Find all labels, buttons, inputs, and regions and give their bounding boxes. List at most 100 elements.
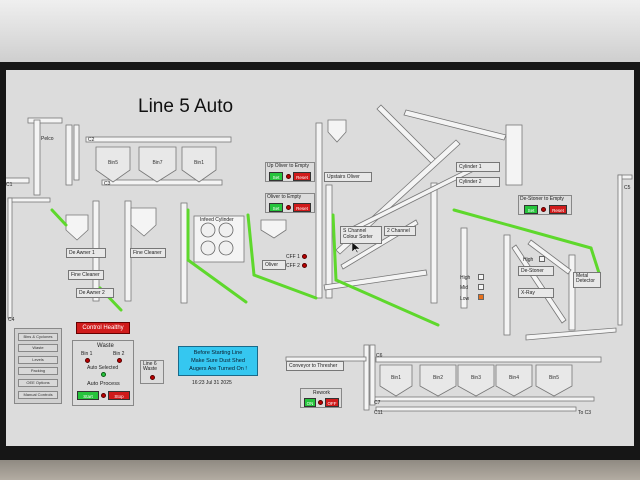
unit-fine-cleaner-2[interactable]: Fine Cleaner <box>130 248 166 258</box>
hopper-top <box>327 119 347 143</box>
de-stoner-set-button[interactable]: Set <box>524 205 538 214</box>
level-low-indicator <box>478 294 484 300</box>
auto-start-button[interactable]: Start <box>77 391 99 400</box>
label-pelco: Pelco <box>41 136 54 142</box>
unit-oliver[interactable]: Oliver <box>262 260 286 270</box>
unit-cylinder-1[interactable]: Cylinder 1 <box>456 162 500 172</box>
oliver-empty-panel: Oliver to Empty Set Reset <box>265 193 315 213</box>
line6-waste-label: Line 6 Waste <box>143 361 157 372</box>
label-c4: C4 <box>8 317 15 323</box>
bin-bottom-1 <box>379 364 413 397</box>
unit-two-channel[interactable]: 2 Channel <box>384 226 416 236</box>
waste-auto-panel: Waste Bin 1 Bin 2 Auto Selected Auto Pro… <box>72 340 134 406</box>
unit-cylinder-2[interactable]: Cylinder 2 <box>456 177 500 187</box>
menu-packing[interactable]: Packing <box>18 367 58 375</box>
elevator-6 <box>180 202 188 304</box>
top-bin-label: Bin1 <box>193 160 204 166</box>
active-line-8 <box>334 278 440 327</box>
menu-manual-controls[interactable]: Manual Controls <box>18 391 58 399</box>
label-infeed-cylinder: Infeed Cylinder <box>200 217 234 223</box>
unit-de-awner-2[interactable]: De Awner 2 <box>76 288 114 298</box>
elevator-14 <box>369 344 376 406</box>
menu-bins-cyclones[interactable]: Bins & Cyclones <box>18 333 58 341</box>
active-line-6 <box>252 273 318 300</box>
unit-de-awner-1[interactable]: De Awner 1 <box>66 248 106 258</box>
rework-indicator <box>318 400 323 405</box>
level-mid-indicator <box>478 284 484 290</box>
de-stoner-indicator <box>541 207 546 212</box>
unit-metal-detector[interactable]: Metal Detector <box>573 272 601 288</box>
auto-process-title: Auto Process <box>87 381 120 387</box>
elevator-2 <box>65 124 73 186</box>
label-cff1: CFF 1 <box>286 254 300 260</box>
rework-panel: Rework ON OFF <box>300 388 342 408</box>
menu-oee-options[interactable]: OEE Options <box>18 379 58 387</box>
chute-8 <box>527 239 572 275</box>
conveyor-pelco <box>27 117 63 124</box>
auto-process-indicator <box>101 393 106 398</box>
de-stoner-reset-button[interactable]: Reset <box>549 205 567 214</box>
auto-stop-button[interactable]: Stop <box>108 391 130 400</box>
notice-line-2: Make Sure Dust Shed <box>191 358 245 364</box>
page-title: Line 5 Auto <box>138 96 234 117</box>
oliver-empty-title: Oliver to Empty <box>267 194 302 200</box>
active-line-9 <box>452 208 593 250</box>
bin-top-2 <box>138 146 177 183</box>
timestamp: 16:23 Jul 31 2025 <box>192 380 232 386</box>
top-bin-label: Bin5 <box>107 160 118 166</box>
cylinder-drum-3 <box>200 240 216 256</box>
conveyor-c7 <box>373 396 595 402</box>
active-line-10 <box>589 246 601 275</box>
conveyor-c1 <box>6 177 30 184</box>
unit-conveyor-thresher[interactable]: Conveyor to Thresher <box>286 361 344 371</box>
unit-x-ray[interactable]: X-Ray <box>518 288 554 298</box>
cff1-indicator <box>302 254 307 259</box>
control-healthy-status: Control Healthy <box>76 322 130 334</box>
unit-de-stoner[interactable]: De-Stoner <box>518 266 554 276</box>
menu-levels[interactable]: Levels <box>18 356 58 364</box>
conveyor-c2 <box>85 136 232 143</box>
rework-off-button[interactable]: OFF <box>325 398 339 407</box>
oliver-set-button[interactable]: Set <box>269 203 283 212</box>
label-c6: C6 <box>376 353 383 359</box>
up-oliver-reset-button[interactable]: Reset <box>293 172 311 181</box>
label-to-c3: To C3 <box>578 410 592 416</box>
bin-top-3 <box>181 146 217 183</box>
oliver-reset-button[interactable]: Reset <box>293 203 311 212</box>
oliver-indicator <box>286 205 291 210</box>
bin-top-1 <box>95 146 131 183</box>
elevator-12 <box>568 254 576 331</box>
menu-waste[interactable]: Waste <box>18 344 58 352</box>
unit-upstairs-oliver[interactable]: Upstairs Oliver <box>324 172 372 182</box>
elevator-3 <box>73 124 80 181</box>
conveyor-c11 <box>375 406 577 412</box>
up-oliver-empty-title: Up Oliver to Empty <box>267 163 309 169</box>
bottom-bin-label: Bin1 <box>390 375 401 381</box>
pipe-left-top <box>7 197 51 203</box>
conveyor-c3 <box>101 179 223 186</box>
waste-bin2-indicator[interactable] <box>117 358 122 363</box>
line6-waste-panel: Line 6 Waste <box>140 360 164 384</box>
unit-colour-sorter-s-channel[interactable]: S Channel Colour Sorter <box>340 226 382 244</box>
level-high-indicator <box>478 274 484 280</box>
bin-bottom-5 <box>535 364 573 397</box>
unit-fine-cleaner-1[interactable]: Fine Cleaner <box>68 270 104 280</box>
notice-line-3: Augers Are Turned On ! <box>189 366 247 372</box>
de-stoner-empty-title: De-Stoner to Empty <box>520 196 564 202</box>
infeed-cylinder-body <box>193 215 245 263</box>
hmi-screen: Line 5 Auto Pelco C2 C1 C3 C4 C5 C6 C7 C… <box>6 70 634 446</box>
elevator-13 <box>363 344 370 411</box>
rework-title: Rework <box>313 390 330 396</box>
up-oliver-set-button[interactable]: Set <box>269 172 283 181</box>
auto-selected-indicator <box>101 372 106 377</box>
active-flow-lines <box>50 208 601 327</box>
notice-line-1: Before Starting Line <box>193 350 243 356</box>
rework-on-button[interactable]: ON <box>304 398 316 407</box>
line6-waste-indicator[interactable] <box>150 375 155 380</box>
up-oliver-indicator <box>286 174 291 179</box>
pipe-right-vertical <box>617 174 623 326</box>
cylinder-drum-1 <box>200 222 216 238</box>
top-bin-label: Bin7 <box>152 160 163 166</box>
mouse-cursor-icon <box>352 242 360 254</box>
waste-bin1-indicator[interactable] <box>85 358 90 363</box>
